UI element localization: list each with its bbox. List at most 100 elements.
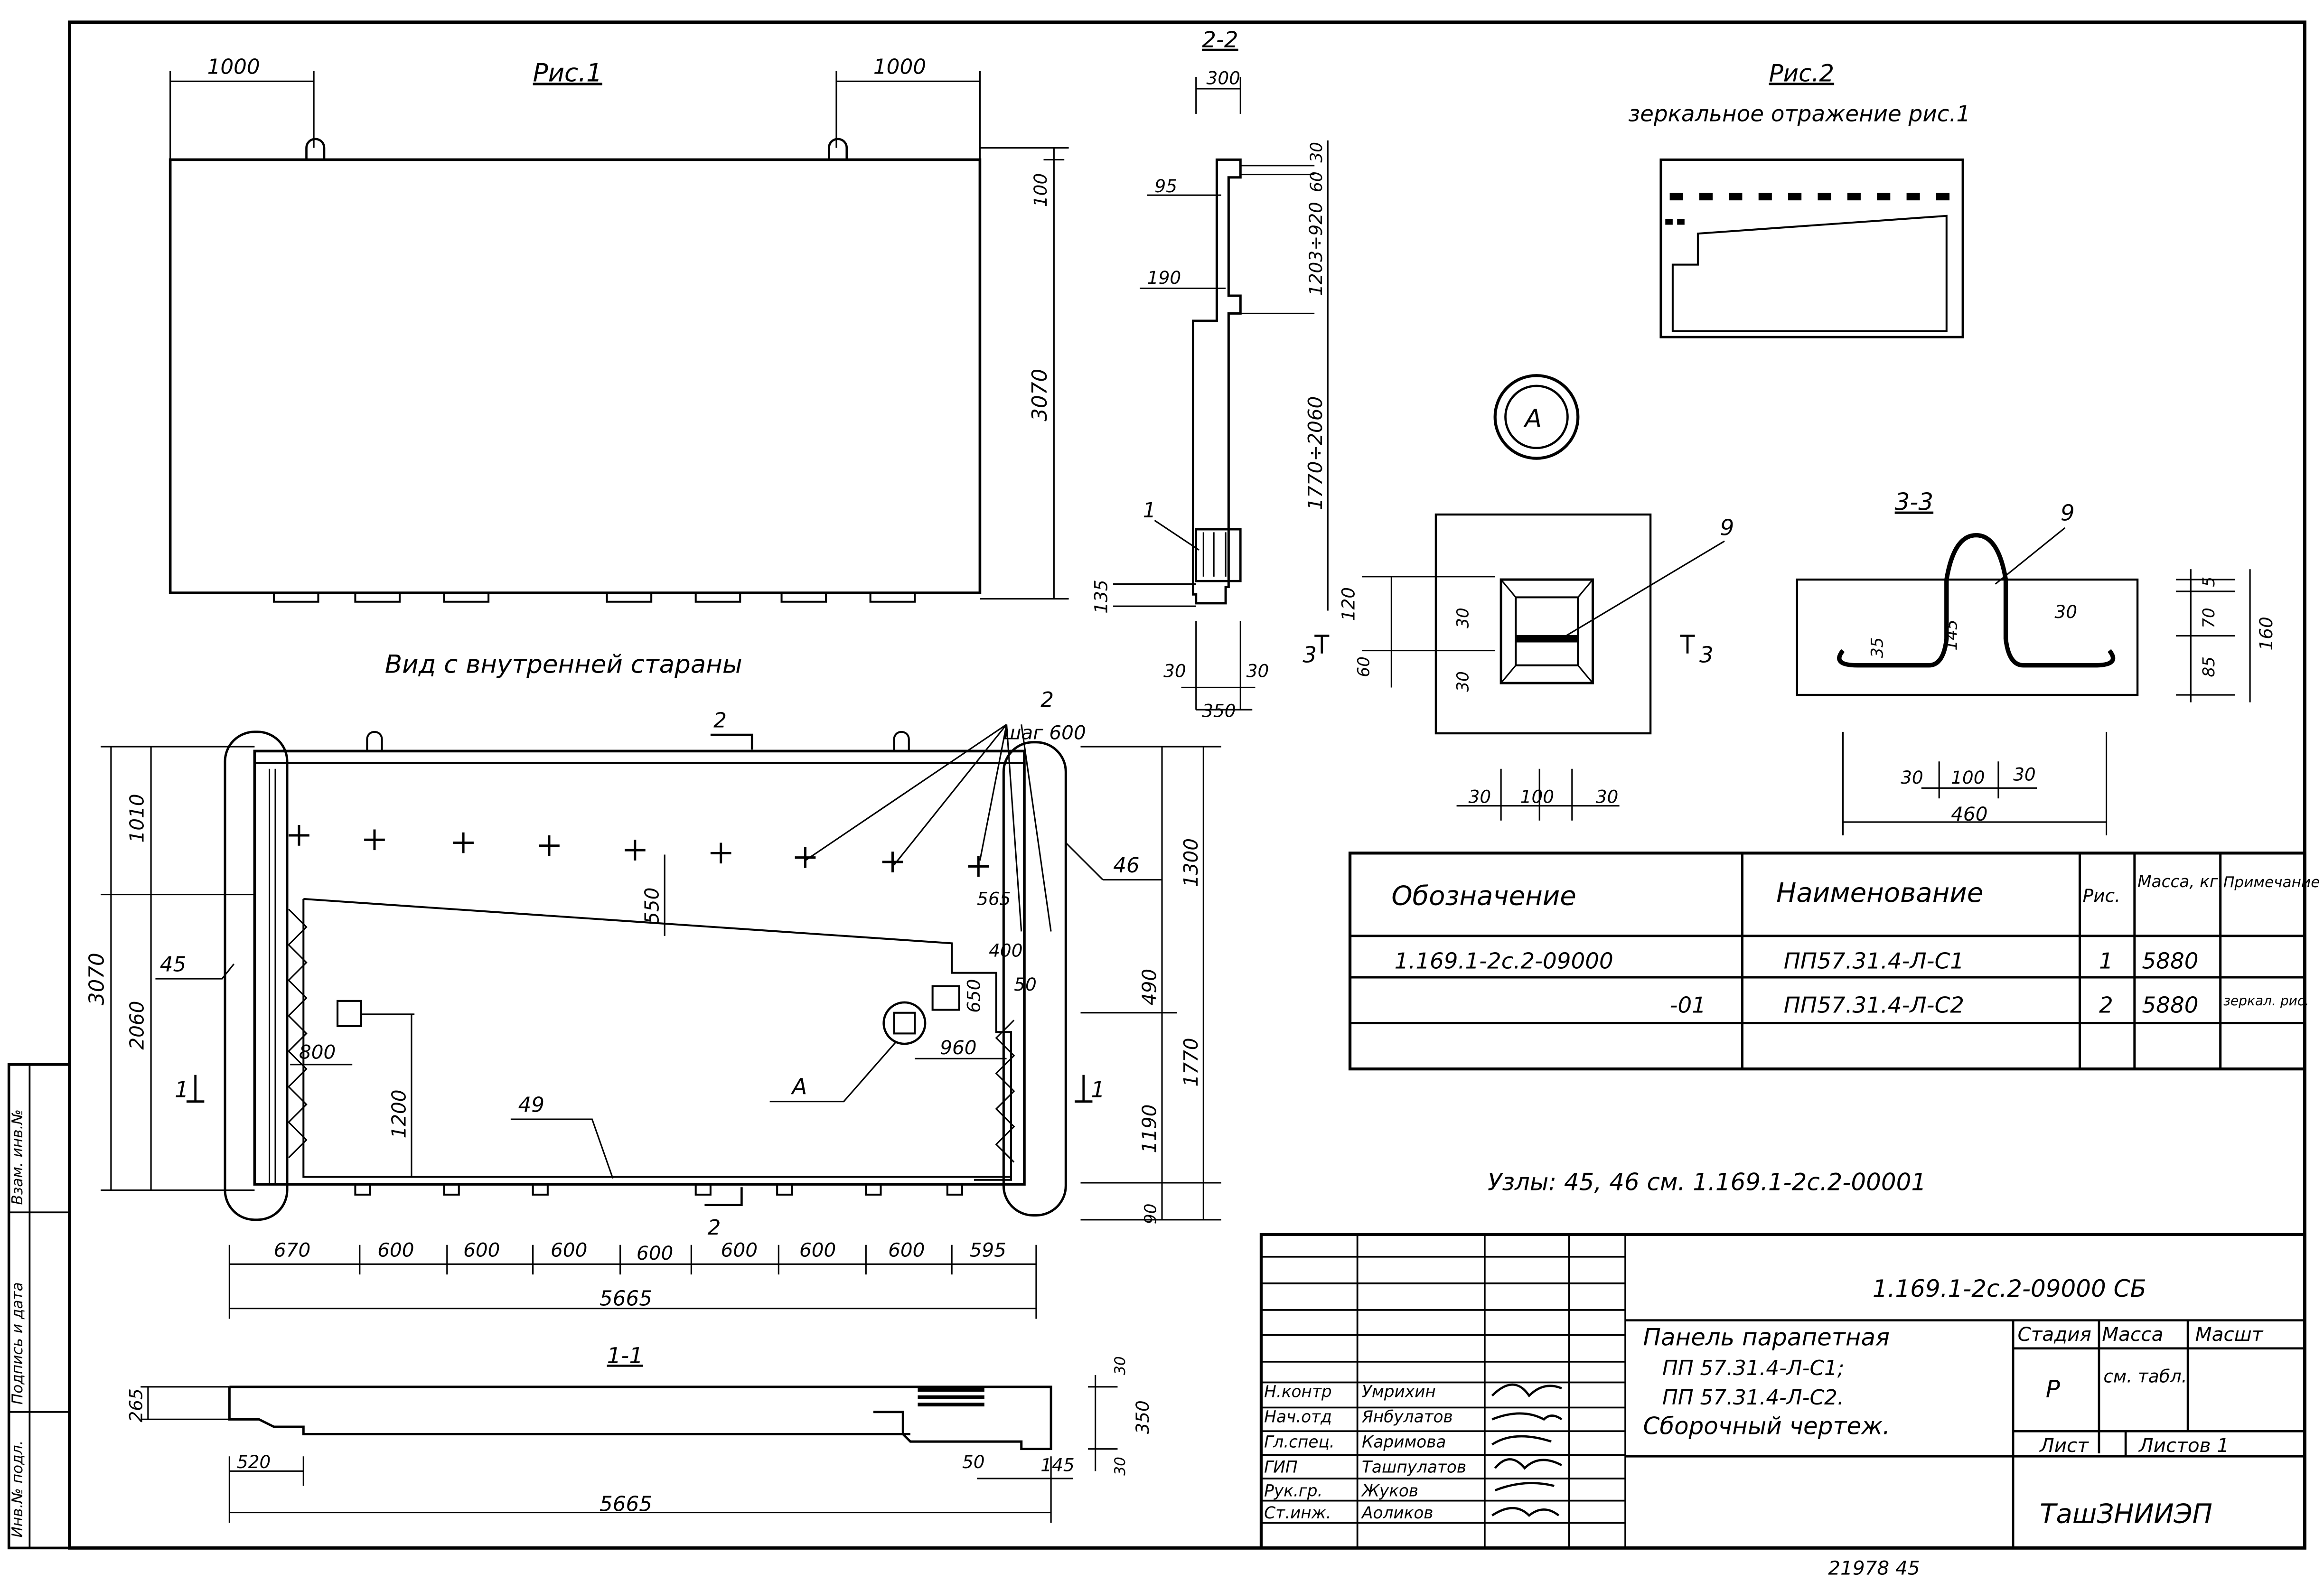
stamp-inv-no: Инв.№ подл. — [9, 1441, 26, 1538]
node-a-label: A — [1523, 404, 1542, 433]
sec33-dim-30-left: 30 — [1901, 767, 1923, 788]
spec-row1-fig: 1 — [2099, 948, 2113, 974]
spec-header-name: Наименование — [1776, 878, 1983, 908]
dim-800: 800 — [299, 1040, 336, 1063]
dim-190: 190 — [1147, 267, 1181, 288]
node-a-dim-30-right: 30 — [1596, 786, 1619, 807]
dim-90: 90 — [1142, 1204, 1161, 1225]
callout-2: 2 — [1040, 688, 1054, 712]
figure-1-caption: Вид с внутренней стараны — [385, 650, 742, 679]
spec-header-note: Примечание — [2223, 874, 2320, 891]
dim-1190: 1190 — [1138, 1105, 1161, 1153]
mass-header: Масса — [2102, 1323, 2163, 1346]
opening-outline — [302, 898, 1012, 1181]
sec33-dim-70: 70 — [2200, 608, 2219, 628]
sig-name-6: Аоликов — [1361, 1504, 1434, 1523]
callout-49: 49 — [518, 1093, 544, 1117]
sec33-dim-30: 30 — [2054, 601, 2077, 622]
callout-46: 46 — [1113, 854, 1140, 878]
sec11-dim-50: 50 — [962, 1451, 985, 1472]
dim-1000-left: 1000 — [207, 56, 260, 79]
dim-300: 300 — [1207, 68, 1240, 89]
bottom-dim-8: 600 — [888, 1239, 925, 1262]
sheets-label: Листов 1 — [2138, 1434, 2229, 1457]
cut-1-left: 1 — [175, 1077, 189, 1103]
spec-header-mass: Масса, кг. — [2137, 872, 2223, 891]
dim-30-bottom-left: 30 — [1163, 661, 1186, 682]
end-node-left — [224, 730, 289, 1221]
spec-row2-note: зеркал. рис. — [2223, 993, 2309, 1009]
dim-135: 135 — [1091, 580, 1112, 613]
spec-table: Обозначение Наименование Рис. Масса, кг.… — [1348, 852, 2320, 1071]
sec33-dim-85: 85 — [2200, 656, 2219, 677]
mirror-panel-outline — [1659, 158, 1964, 338]
node-a-dim-100: 100 — [1520, 786, 1554, 807]
embedded-plate — [1499, 578, 1594, 684]
organization: ТашЗНИИЭП — [2040, 1498, 2212, 1529]
bottom-dim-4: 600 — [551, 1239, 587, 1262]
sec11-dim-30b: 30 — [1112, 1457, 1129, 1476]
node-a-dim-30-left: 30 — [1469, 786, 1491, 807]
bottom-dim-2: 600 — [377, 1239, 414, 1262]
dim-565: 565 — [977, 888, 1011, 909]
sig-name-4: Ташпулатов — [1362, 1458, 1466, 1477]
figure-1-view: Рис.1 1000 1000 100 3070 Вид с внутренне… — [169, 56, 1069, 679]
sig-role-1: Н.контр — [1264, 1383, 1332, 1402]
dim-range-upper: 1203÷920 — [1305, 202, 1326, 296]
plan-total-5665: 5665 — [600, 1287, 652, 1311]
figure-2-title: Рис.2 — [1769, 59, 1835, 87]
dim-490: 490 — [1138, 969, 1161, 1005]
sec33-dim-100: 100 — [1951, 767, 1985, 788]
sec11-dim-30a: 30 — [1112, 1356, 1129, 1375]
figure-2-subtitle: зеркальное отражение рис.1 — [1628, 101, 1970, 127]
spec-row2-name: ПП57.31.4-Л-С2 — [1784, 993, 1964, 1019]
sec33-dim-145: 145 — [1942, 619, 1961, 650]
dim-960: 960 — [940, 1036, 976, 1059]
title-line-3: ПП 57.31.4-Л-С2. — [1662, 1386, 1844, 1410]
dim-1000-right: 1000 — [873, 56, 926, 79]
spec-row1-name: ПП57.31.4-Л-С1 — [1784, 948, 1964, 974]
end-node-right — [1002, 741, 1067, 1217]
title-code: 1.169.1-2с.2-09000 СБ — [1873, 1275, 2146, 1302]
title-line-4: Сборочный чертеж. — [1643, 1413, 1890, 1440]
figure-1-title: Рис.1 — [533, 58, 602, 87]
bottom-dim-1: 670 — [274, 1239, 310, 1262]
dim-550: 550 — [641, 888, 664, 924]
dim-30-bottom-right: 30 — [1246, 661, 1269, 682]
nodes-note: Узлы: 45, 46 см. 1.169.1-2с.2-00001 — [1488, 1169, 1926, 1196]
sig-name-3: Каримова — [1362, 1433, 1446, 1452]
sig-role-6: Ст.инж. — [1264, 1504, 1331, 1523]
sec11-dim-265: 265 — [125, 1388, 146, 1422]
dim-range-lower: 1770÷2060 — [1304, 396, 1327, 510]
dim-3070: 3070 — [85, 953, 109, 1005]
section-3-3: 3-3 9 35 145 30 5 70 85 160 30 100 30 46… — [1796, 488, 2277, 835]
dim-1300: 1300 — [1180, 838, 1202, 887]
bottom-dim-7: 600 — [799, 1239, 836, 1262]
sheet-frame: Инв.№ подл. Подпись и дата Взам. инв.№ — [7, 20, 2306, 1550]
node-a-dim-30b: 30 — [1454, 671, 1473, 692]
dim-1200: 1200 — [387, 1089, 410, 1138]
node-a-dim-60: 60 — [1355, 656, 1374, 677]
dim-3070: 3070 — [1028, 369, 1052, 421]
handwritten-signatures — [1491, 1384, 1563, 1517]
cut-3-right: 3 — [1699, 643, 1714, 668]
sig-role-5: Рук.гр. — [1264, 1481, 1322, 1500]
mass-value: см. табл. — [2103, 1366, 2187, 1387]
dim-400: 400 — [989, 940, 1022, 961]
section-1-1: 1-1 265 520 5665 50 145 30 350 30 — [125, 1343, 1153, 1523]
bottom-dim-9: 595 — [970, 1239, 1006, 1262]
panel-outline — [169, 158, 982, 594]
title-block: 1.169.1-2с.2-09000 СБ Панель парапетная … — [1259, 1233, 2306, 1550]
dim-350: 350 — [1202, 701, 1236, 721]
callout-a: A — [790, 1074, 807, 1100]
sig-role-3: Гл.спец. — [1264, 1433, 1335, 1452]
panel-plan: 2 2 2 шаг 600 46 45 49 A 1 1 1010 2060 3… — [85, 688, 1221, 1319]
sig-name-2: Янбулатов — [1361, 1408, 1453, 1427]
dim-100: 100 — [1030, 173, 1051, 207]
spec-header-fig: Рис. — [2083, 885, 2120, 906]
sec33-dim-30-right: 30 — [2013, 764, 2036, 785]
figure-2-view: Рис.2 зеркальное отражение рис.1 — [1628, 59, 1970, 338]
title-line-1: Панель парапетная — [1643, 1324, 1890, 1351]
cut-1-right: 1 — [1091, 1077, 1105, 1103]
stage-value: Р — [2046, 1376, 2060, 1403]
